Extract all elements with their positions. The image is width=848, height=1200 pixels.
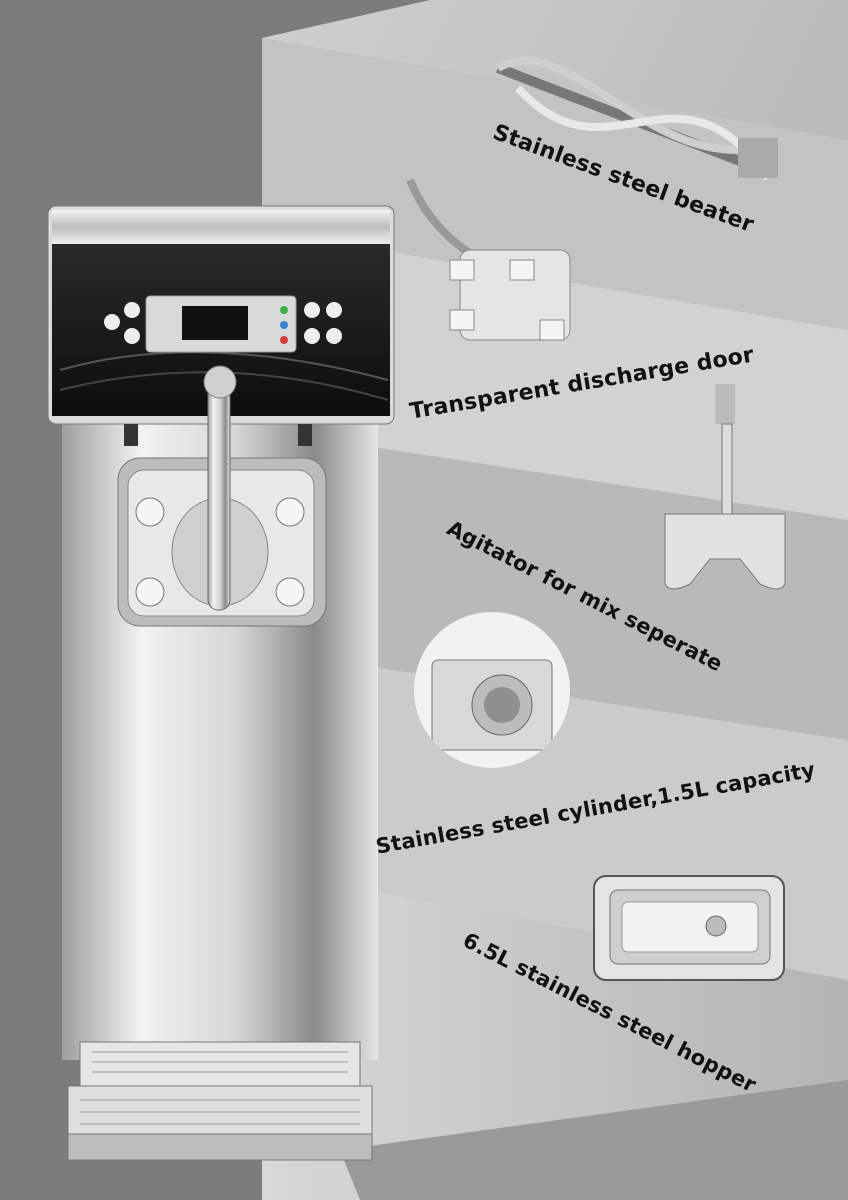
beater-icon — [496, 56, 778, 181]
hopper-icon — [593, 875, 785, 981]
cylinder-icon — [414, 612, 570, 768]
agitator-icon — [664, 384, 786, 590]
discharge-door-icon — [406, 178, 571, 341]
